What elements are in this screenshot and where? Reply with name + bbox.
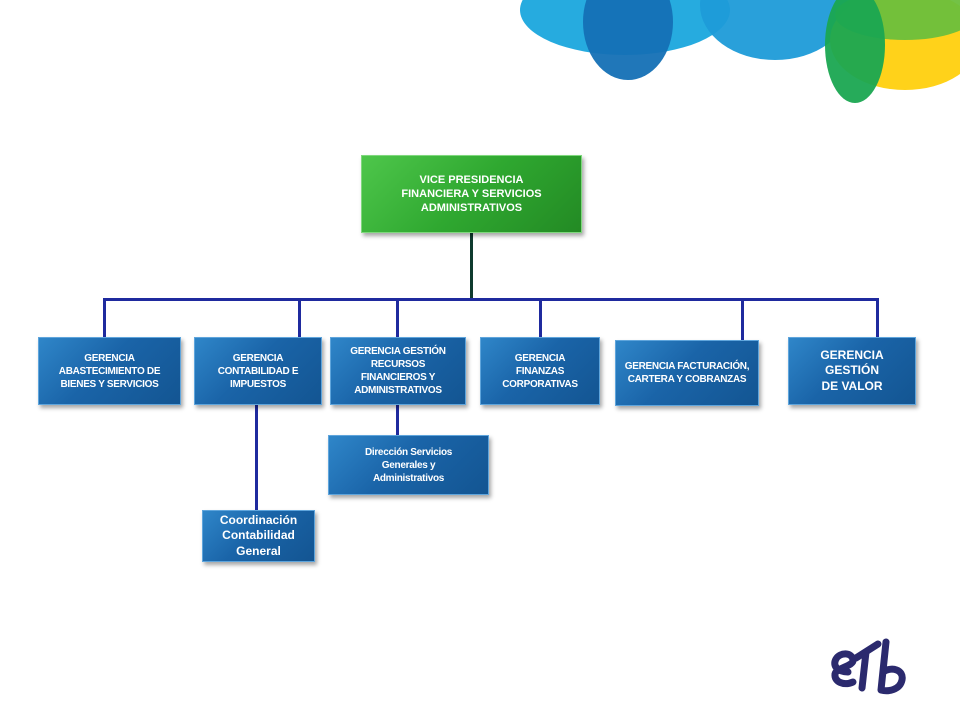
drop-connector-4 bbox=[539, 298, 542, 338]
node-gerencia-abastecimiento: GERENCIA ABASTECIMIENTO DE BIENES Y SERV… bbox=[38, 337, 181, 405]
node-label: GERENCIA FINANZAS CORPORATIVAS bbox=[502, 352, 578, 390]
drop-connector-3 bbox=[396, 298, 399, 338]
node-label: Dirección Servicios Generales y Administ… bbox=[364, 446, 453, 484]
node-label: GERENCIA ABASTECIMIENTO DE BIENES Y SERV… bbox=[58, 352, 161, 390]
node-gerencia-facturacion: GERENCIA FACTURACIÓN, CARTERA Y COBRANZA… bbox=[615, 340, 759, 406]
node-label: Coordinación Contabilidad General bbox=[219, 512, 298, 558]
node-gerencia-valor: GERENCIA GESTIÓN DE VALOR bbox=[788, 337, 916, 405]
drop-connector-2 bbox=[298, 298, 301, 338]
root-connector bbox=[470, 232, 473, 300]
node-label: GERENCIA GESTIÓN RECURSOS FINANCIEROS Y … bbox=[350, 346, 446, 396]
direccion-connector bbox=[396, 404, 399, 436]
root-node-vicepresidencia: VICE PRESIDENCIA FINANCIERA Y SERVICIOS … bbox=[361, 155, 582, 233]
node-gerencia-contabilidad: GERENCIA CONTABILIDAD E IMPUESTOS bbox=[194, 337, 322, 405]
node-gerencia-recursos: GERENCIA GESTIÓN RECURSOS FINANCIEROS Y … bbox=[330, 337, 466, 405]
node-coordinacion-contabilidad: Coordinación Contabilidad General bbox=[202, 510, 315, 562]
drop-connector-6 bbox=[876, 298, 879, 338]
etb-logo bbox=[831, 638, 906, 695]
root-node-label: VICE PRESIDENCIA FINANCIERA Y SERVICIOS … bbox=[401, 173, 542, 215]
node-label: GERENCIA CONTABILIDAD E IMPUESTOS bbox=[217, 352, 299, 390]
node-direccion-servicios: Dirección Servicios Generales y Administ… bbox=[328, 435, 489, 495]
node-label: GERENCIA GESTIÓN DE VALOR bbox=[820, 347, 884, 393]
node-gerencia-finanzas: GERENCIA FINANZAS CORPORATIVAS bbox=[480, 337, 600, 405]
drop-connector-5 bbox=[741, 298, 744, 340]
node-label: GERENCIA FACTURACIÓN, CARTERA Y COBRANZA… bbox=[624, 361, 750, 385]
horizontal-connector bbox=[103, 298, 879, 301]
coordinacion-connector bbox=[255, 404, 258, 512]
drop-connector-1 bbox=[103, 298, 106, 338]
